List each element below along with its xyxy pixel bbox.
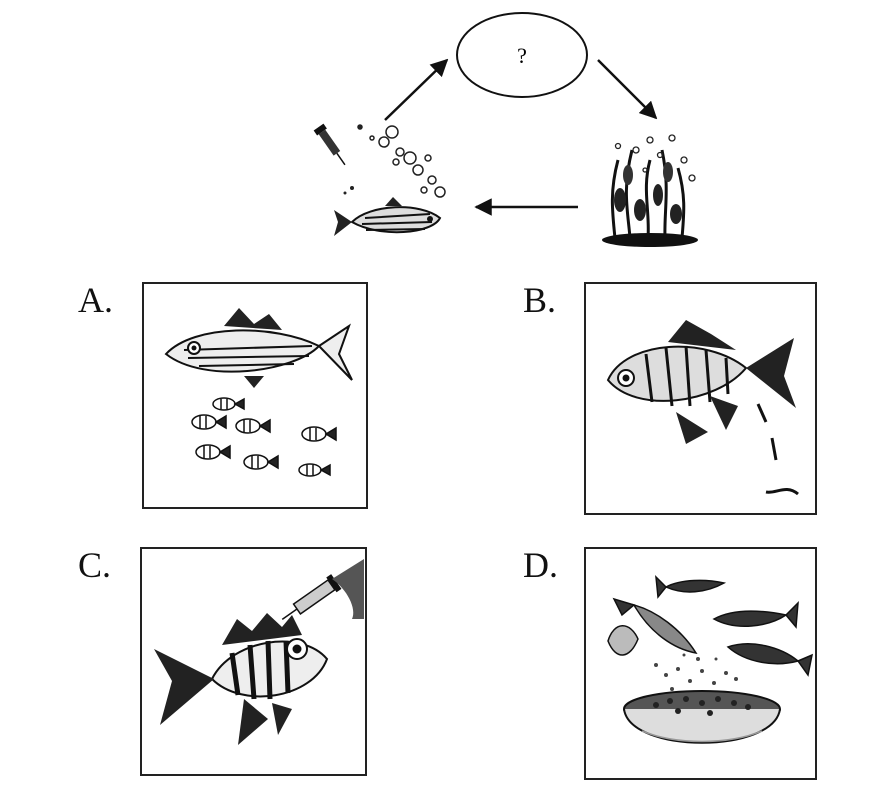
option-b-panel[interactable] (584, 282, 817, 515)
fish-feeding-icon (607, 574, 814, 744)
unknown-label: ? (517, 43, 527, 68)
fish-injection-icon (154, 559, 364, 745)
option-d-label[interactable]: D. (523, 545, 558, 585)
fish-with-offspring-icon (164, 308, 353, 477)
option-b-label[interactable]: B. (523, 280, 557, 320)
syringe-icon (313, 123, 346, 166)
bubbles-icon (357, 124, 446, 198)
zebrafish-icon (334, 197, 442, 236)
unknown-ellipse (456, 12, 588, 98)
option-d-panel[interactable] (584, 547, 817, 780)
fish-excreting-icon (606, 320, 799, 496)
option-a-panel[interactable] (142, 282, 368, 509)
food-bowl-icon (623, 690, 781, 744)
syringe-icon (281, 574, 342, 620)
arrow-fish-to-unknown (384, 58, 449, 121)
arrow-unknown-to-plants (597, 59, 658, 120)
option-c-panel[interactable] (140, 547, 367, 776)
option-c-label[interactable]: C. (78, 545, 112, 585)
option-a-label[interactable]: A. (78, 280, 113, 320)
aquatic-plants-icon (602, 134, 698, 247)
cycle-diagram: ? (313, 12, 698, 247)
